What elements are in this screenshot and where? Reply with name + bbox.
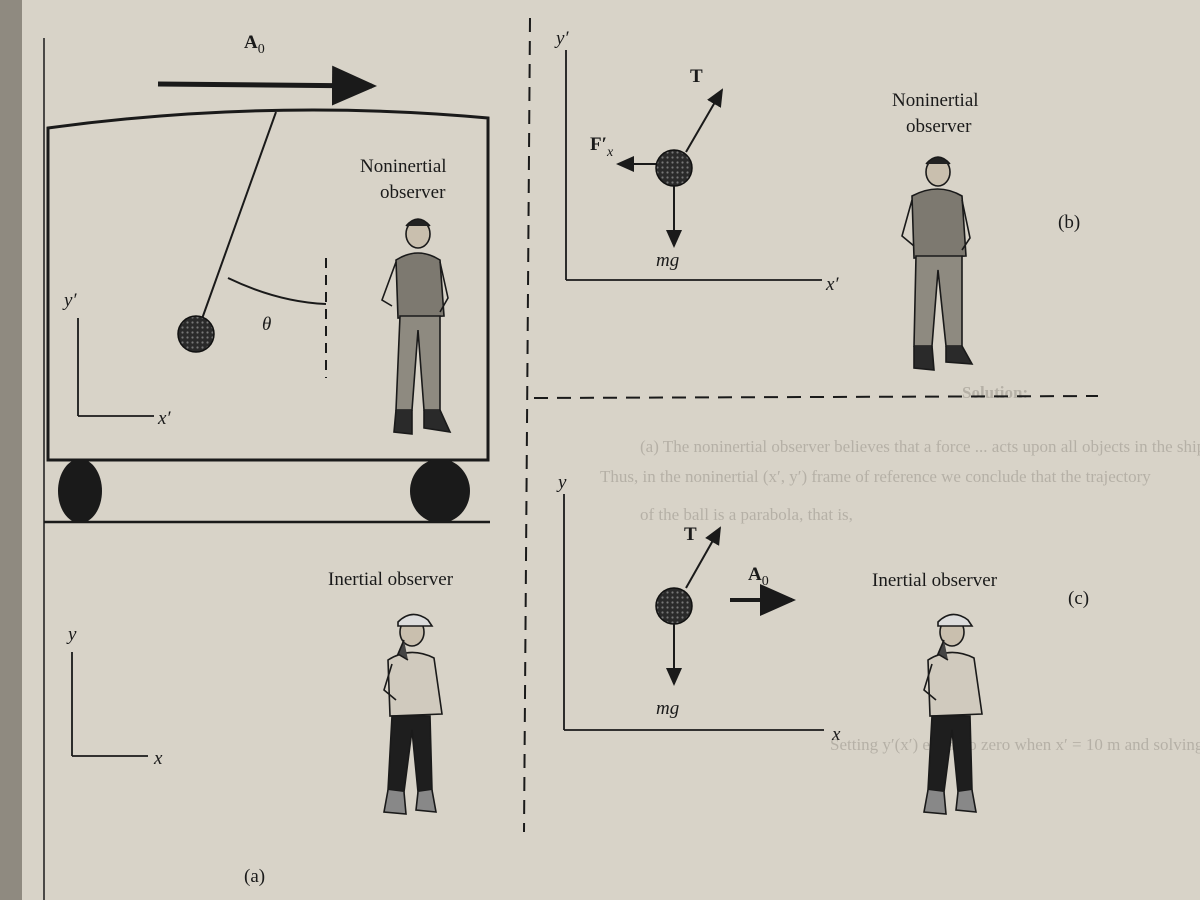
panel-c-axis-x-label: x bbox=[831, 724, 841, 745]
panel-a-inertial-label: Inertial observer bbox=[328, 569, 454, 590]
panel-b-axis-x-prime-label: x′ bbox=[825, 274, 839, 295]
bleed-line-4: of the ball is a parabola, that is, bbox=[640, 505, 853, 524]
panel-a: A0 θ y′ x′ Noninertial observer bbox=[44, 32, 490, 887]
bleed-through-text: Solution: (a) The noninertial observer b… bbox=[600, 383, 1200, 754]
panel-b-weight-label: mg bbox=[656, 250, 679, 271]
divider-horizontal bbox=[533, 395, 1099, 399]
wheel-right-shape bbox=[410, 459, 470, 523]
bleed-line-2: (a) The noninertial observer believes th… bbox=[640, 437, 1200, 456]
panel-c-tension-label: T bbox=[684, 524, 697, 545]
panel-a-caption: (a) bbox=[244, 866, 265, 887]
panel-c-weight-label: mg bbox=[656, 698, 679, 719]
panel-c-caption: (c) bbox=[1068, 588, 1089, 609]
angle-label: θ bbox=[262, 314, 271, 335]
panel-b: y′ x′ T F′x mg Noninertial observer (b) bbox=[554, 28, 1080, 371]
panel-a-axis-y-prime-label: y′ bbox=[62, 290, 77, 311]
panel-b-ball bbox=[655, 149, 693, 187]
bleed-line-5: Setting y′(x′) equal to zero when x′ = 1… bbox=[830, 735, 1200, 754]
panel-c-ball bbox=[655, 587, 693, 625]
page-left-gutter bbox=[0, 0, 22, 900]
bleed-line-3: Thus, in the noninertial (x′, y′) frame … bbox=[600, 467, 1151, 486]
ship-box bbox=[46, 108, 490, 462]
panel-a-axis-y-label: y bbox=[66, 624, 77, 645]
panel-b-caption: (b) bbox=[1058, 212, 1080, 233]
panel-c-accel-label: A0 bbox=[748, 564, 769, 589]
panel-b-axis-y-prime-label: y′ bbox=[554, 28, 569, 49]
panel-c-axis-y-label: y bbox=[556, 472, 567, 493]
panel-a-accel-label: A0 bbox=[244, 32, 265, 57]
panel-c-tension-arrow bbox=[685, 526, 721, 589]
inertial-observer-figure-a bbox=[383, 613, 443, 815]
inertial-observer-figure-c bbox=[923, 613, 983, 815]
panel-a-axis-x-prime-label: x′ bbox=[157, 408, 171, 429]
panel-b-tension-label: T bbox=[690, 66, 703, 87]
panel-b-observer-label-line1: Noninertial bbox=[892, 90, 979, 111]
panel-a-noninertial-label-line1: Noninertial bbox=[360, 156, 447, 177]
pendulum-ball bbox=[177, 315, 215, 353]
wheel-left-shape bbox=[58, 459, 102, 523]
panel-a-accel-arrow bbox=[157, 65, 377, 106]
panel-a-axis-x-label: x bbox=[153, 748, 163, 769]
book-page bbox=[18, 0, 1200, 900]
noninertial-observer-figure-b bbox=[901, 156, 974, 371]
panel-a-noninertial-label-line2: observer bbox=[380, 182, 446, 203]
divider-vertical bbox=[523, 17, 531, 833]
panel-b-observer-label-line2: observer bbox=[906, 116, 972, 137]
panel-b-tension-arrow bbox=[685, 88, 724, 153]
angle-arc bbox=[227, 277, 327, 305]
pendulum-string bbox=[197, 111, 277, 331]
panel-c: y x T A0 mg Inertial observer (c) bbox=[556, 472, 1089, 815]
noninertial-observer-figure-a bbox=[381, 218, 452, 435]
panel-c-observer-label: Inertial observer bbox=[872, 570, 998, 591]
panel-b-fictitious-force-label: F′x bbox=[590, 134, 614, 160]
bleed-line-1: Solution: bbox=[962, 383, 1028, 402]
